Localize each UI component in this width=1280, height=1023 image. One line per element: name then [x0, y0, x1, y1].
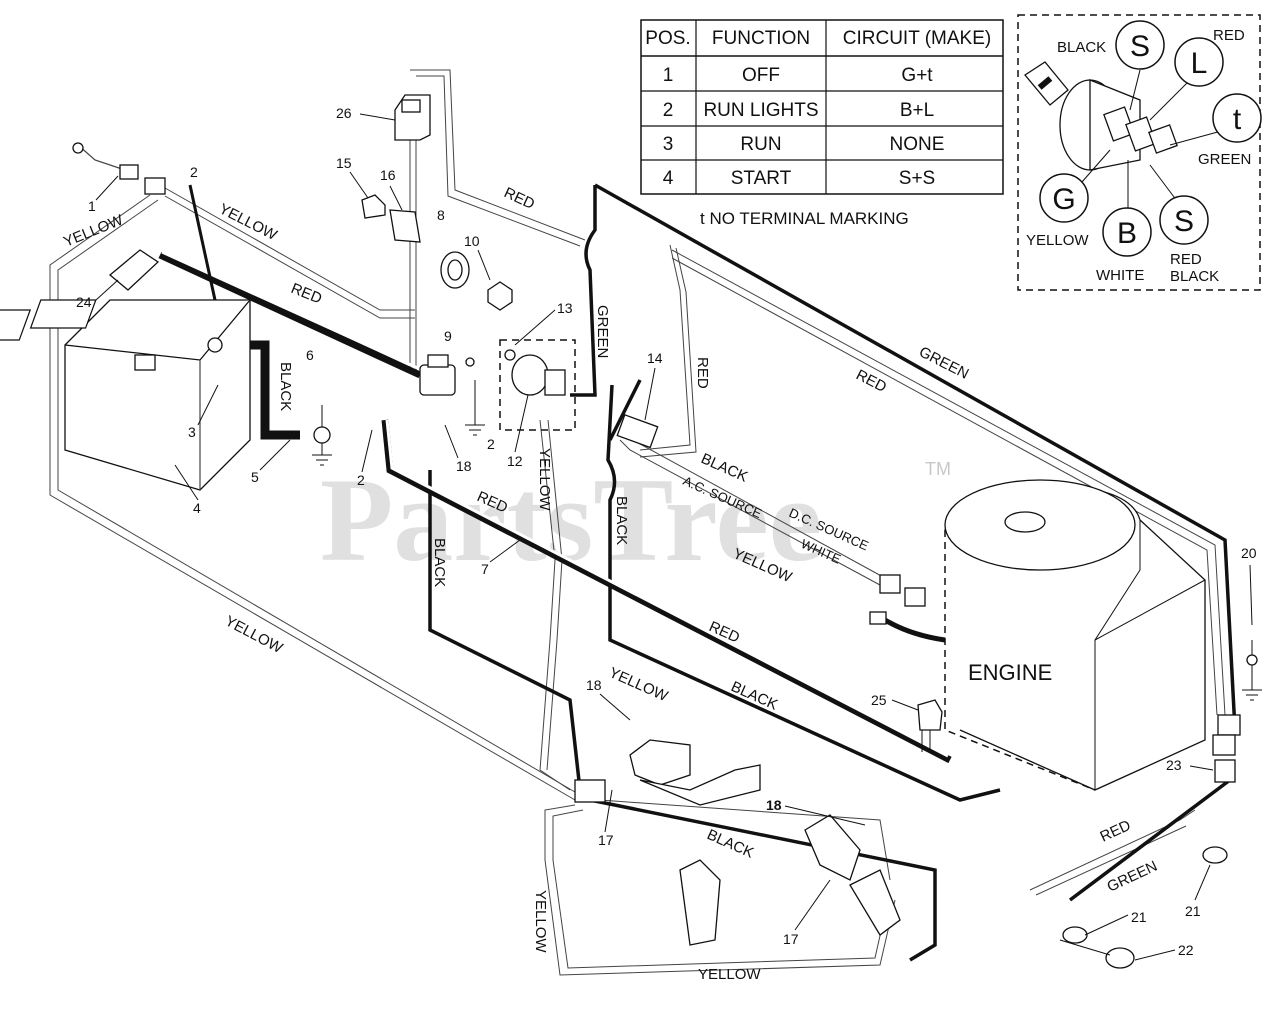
terminal-b: B: [1117, 217, 1137, 250]
callout: 14: [647, 350, 663, 366]
wire-label: RED: [694, 357, 711, 389]
wire-label: BLACK: [613, 496, 630, 545]
engine: ENGINE: [944, 479, 1206, 791]
trademark: TM: [925, 459, 951, 479]
terminal-l: L: [1191, 47, 1208, 80]
battery: [0, 299, 251, 491]
nut-8-10: [440, 251, 513, 311]
callout: 7: [481, 561, 489, 577]
callout: 18: [766, 797, 782, 813]
component-26: [394, 94, 431, 141]
switch-position-table: POS. FUNCTION CIRCUIT (MAKE) 1 OFF G+t 2…: [640, 19, 1004, 228]
connector-1: [72, 142, 166, 195]
callout: 8: [437, 207, 445, 223]
table-header-circuit: CIRCUIT (MAKE): [843, 28, 991, 49]
detail-label-black: BLACK: [1057, 39, 1106, 56]
thick-wires: [158, 183, 1237, 962]
callout: 18: [456, 458, 472, 474]
table-header-function: FUNCTION: [712, 28, 810, 49]
table-cell: 1: [663, 65, 674, 86]
wire-label: BLACK: [728, 678, 780, 714]
callout: 16: [380, 167, 396, 183]
table-cell: RUN: [740, 134, 781, 155]
detail-label-white: WHITE: [1096, 267, 1144, 284]
callout: 3: [188, 424, 196, 440]
table-note: t NO TERMINAL MARKING: [700, 209, 909, 228]
table-header-pos: POS.: [645, 28, 690, 49]
callout: 17: [598, 832, 614, 848]
switch-detail: S L t G B S BLACK RED GREEN YELLOW WHITE…: [1017, 14, 1262, 291]
engine-label: ENGINE: [968, 660, 1052, 685]
table-cell: B+L: [900, 100, 934, 121]
wire-label: GREEN: [594, 305, 611, 358]
wire-label: BLACK: [277, 362, 294, 411]
detail-label-red-2: RED: [1170, 251, 1202, 268]
callout: 2: [357, 472, 365, 488]
table-cell: 2: [663, 100, 674, 121]
callout: 25: [871, 692, 887, 708]
wire-label: YELLOW: [222, 613, 286, 658]
wire-label: RED: [1098, 817, 1134, 846]
callout: 6: [306, 347, 314, 363]
callout: 2: [487, 436, 495, 452]
callout: 9: [444, 328, 452, 344]
callout: 4: [193, 500, 201, 516]
table-cell: OFF: [742, 65, 780, 86]
connector-14: [616, 414, 659, 449]
table-cell: 3: [663, 134, 674, 155]
wire-label: YELLOW: [606, 664, 671, 705]
terminal-s-bottom: S: [1174, 205, 1194, 238]
ground-symbols: [312, 380, 1262, 701]
wire-label: GREEN: [1105, 858, 1161, 896]
callout: 22: [1178, 942, 1194, 958]
detail-label-red: RED: [1213, 27, 1245, 44]
callout: 10: [464, 233, 480, 249]
callout: 20: [1241, 545, 1257, 561]
callout: 12: [507, 453, 523, 469]
terminal-g: G: [1052, 183, 1075, 216]
solenoid-9: [419, 354, 475, 396]
callout: 21: [1185, 903, 1201, 919]
callout: 2: [190, 164, 198, 180]
table-cell: NONE: [890, 134, 945, 155]
wire-label: RED: [501, 184, 537, 213]
callout: 21: [1131, 909, 1147, 925]
table-cell: RUN LIGHTS: [703, 100, 818, 121]
detail-label-green: GREEN: [1198, 151, 1251, 168]
wire-label: YELLOW: [536, 448, 553, 511]
callout: 15: [336, 155, 352, 171]
engine-connectors: [869, 574, 1241, 783]
thin-wires: [49, 69, 1226, 976]
ignition-switch-12: [499, 339, 576, 431]
wire-label: RED: [853, 366, 889, 396]
wire-label: YELLOW: [698, 966, 761, 983]
callout: 5: [251, 469, 259, 485]
callout: 13: [557, 300, 573, 316]
table-cell: S+S: [899, 168, 935, 189]
callout: 17: [783, 931, 799, 947]
callouts: 1 2 2 2 3 4 5 6 7 8 9 10 12 13 14 15 16 …: [76, 105, 1257, 961]
light-sockets: [1059, 846, 1228, 969]
table-cell: START: [731, 168, 792, 189]
battery-strap-24: [108, 249, 160, 291]
callout: 18: [586, 677, 602, 693]
wire-label: GREEN: [916, 343, 971, 382]
terminal-s-top: S: [1130, 30, 1150, 63]
detail-label-black-2: BLACK: [1170, 268, 1219, 285]
callout: 1: [88, 198, 96, 214]
wire-label: YELLOW: [532, 890, 549, 953]
table-cell: 4: [663, 168, 674, 189]
component-25: [917, 699, 943, 752]
callout: 26: [336, 105, 352, 121]
wire-label: RED: [289, 280, 325, 308]
detail-label-yellow: YELLOW: [1026, 232, 1089, 249]
wire-label: BLACK: [431, 538, 448, 587]
component-15-16: [361, 194, 421, 243]
callout: 23: [1166, 757, 1182, 773]
terminal-t: t: [1233, 103, 1242, 136]
table-cell: G+t: [901, 65, 933, 86]
interlock-switches: [574, 739, 901, 946]
callout: 24: [76, 294, 92, 310]
